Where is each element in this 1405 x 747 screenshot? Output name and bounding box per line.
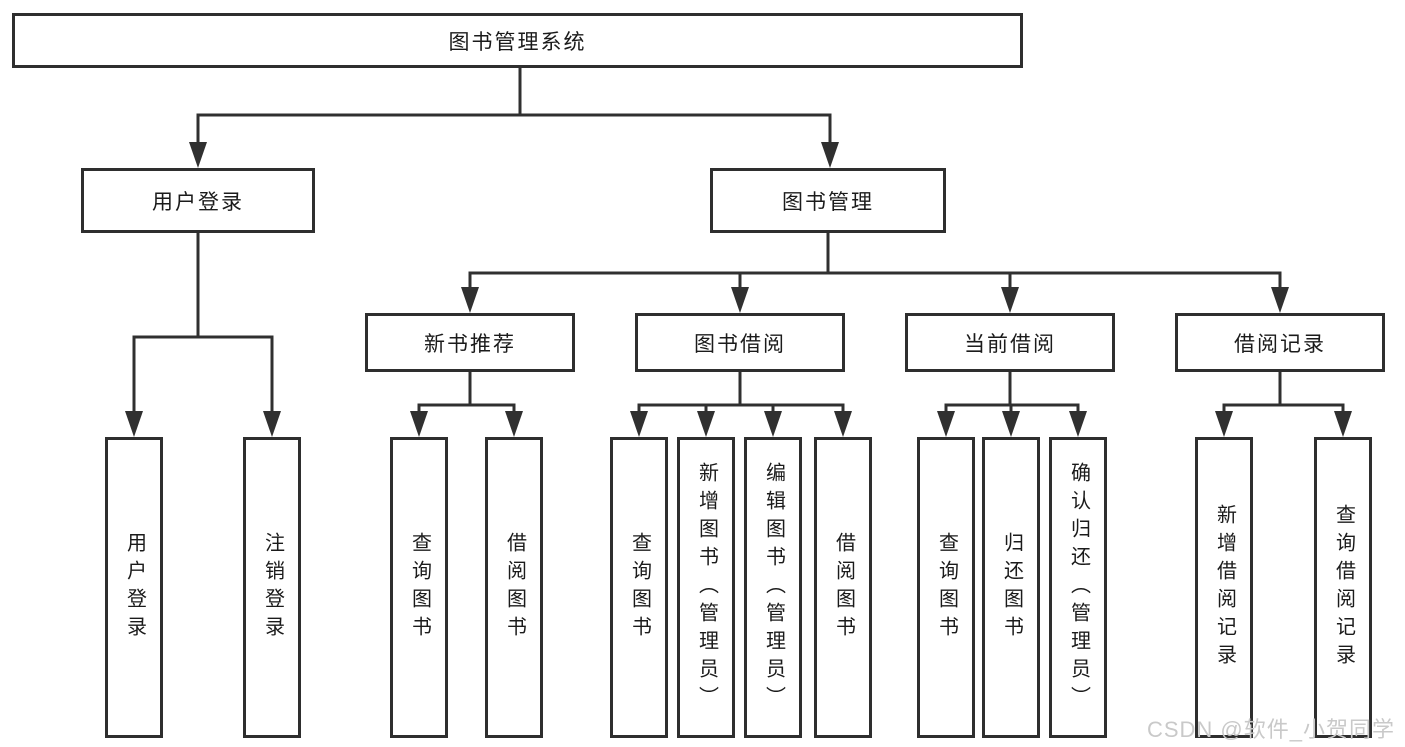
- watermark-text: CSDN @软件_小贺同学: [1146, 717, 1395, 742]
- node-borrow-records-label: 借阅记录: [1234, 332, 1326, 356]
- leaf-query-book-2-label: 查询图书: [628, 531, 651, 644]
- node-user-login-label: 用户登录: [152, 190, 244, 214]
- node-current-borrow-label: 当前借阅: [964, 332, 1056, 356]
- leaf-borrow-book-2-label: 借阅图书: [832, 531, 855, 644]
- connector-root-to-level2: [196, 68, 832, 146]
- leaf-query-book-1: 查询图书: [390, 437, 448, 738]
- arrow-down-icon: [630, 411, 648, 437]
- arrow-down-icon: [1271, 287, 1289, 313]
- leaf-borrow-book-1-label: 借阅图书: [503, 531, 526, 644]
- connector-records-subtree: [1222, 370, 1345, 415]
- leaf-user-login-label: 用户登录: [123, 531, 146, 644]
- arrow-down-icon: [189, 142, 207, 168]
- node-new-book-recommend-label: 新书推荐: [424, 332, 516, 356]
- leaf-query-book-3: 查询图书: [917, 437, 975, 738]
- arrow-down-icon: [505, 411, 523, 437]
- node-current-borrow: 当前借阅: [905, 313, 1115, 372]
- arrow-down-icon: [937, 411, 955, 437]
- leaf-query-borrow-record: 查询借阅记录: [1314, 437, 1372, 738]
- leaf-edit-book-admin-label: 编辑图书（管理员）: [762, 461, 785, 714]
- leaf-confirm-return-admin: 确认归还（管理员）: [1049, 437, 1107, 738]
- leaf-query-borrow-record-label: 查询借阅记录: [1332, 503, 1355, 672]
- arrow-down-icon: [697, 411, 715, 437]
- connector-userlogin-subtree: [132, 232, 274, 415]
- arrow-down-icon: [731, 287, 749, 313]
- arrow-down-icon: [1001, 287, 1019, 313]
- arrow-down-icon: [1069, 411, 1087, 437]
- arrowheads: [125, 142, 1352, 437]
- leaf-add-book-admin: 新增图书（管理员）: [677, 437, 735, 738]
- arrow-down-icon: [1002, 411, 1020, 437]
- leaf-user-login: 用户登录: [105, 437, 163, 738]
- leaf-query-book-3-label: 查询图书: [935, 531, 958, 644]
- node-book-management-label: 图书管理: [782, 190, 874, 214]
- leaf-query-book-2: 查询图书: [610, 437, 668, 738]
- node-borrow-records: 借阅记录: [1175, 313, 1385, 372]
- arrow-down-icon: [125, 411, 143, 437]
- arrow-down-icon: [821, 142, 839, 168]
- leaf-query-book-1-label: 查询图书: [408, 531, 431, 644]
- leaf-add-borrow-record: 新增借阅记录: [1195, 437, 1253, 738]
- leaf-logout-label: 注销登录: [261, 531, 284, 644]
- arrow-down-icon: [764, 411, 782, 437]
- leaf-add-book-admin-label: 新增图书（管理员）: [695, 461, 718, 714]
- arrow-down-icon: [834, 411, 852, 437]
- connector-bookmgmt-to-level3: [468, 232, 1282, 291]
- connector-currentborrow-subtree: [944, 370, 1080, 415]
- node-user-login: 用户登录: [81, 168, 315, 233]
- node-book-borrow: 图书借阅: [635, 313, 845, 372]
- node-root: 图书管理系统: [12, 13, 1023, 68]
- leaf-borrow-book-2: 借阅图书: [814, 437, 872, 738]
- leaf-return-book-label: 归还图书: [1000, 531, 1023, 644]
- leaf-confirm-return-admin-label: 确认归还（管理员）: [1067, 461, 1090, 714]
- arrow-down-icon: [410, 411, 428, 437]
- leaf-logout: 注销登录: [243, 437, 301, 738]
- leaf-borrow-book-1: 借阅图书: [485, 437, 543, 738]
- arrow-down-icon: [1215, 411, 1233, 437]
- arrow-down-icon: [263, 411, 281, 437]
- arrow-down-icon: [461, 287, 479, 313]
- connector-newbook-subtree: [417, 370, 516, 415]
- leaf-edit-book-admin: 编辑图书（管理员）: [744, 437, 802, 738]
- arrow-down-icon: [1334, 411, 1352, 437]
- leaf-add-borrow-record-label: 新增借阅记录: [1213, 503, 1236, 672]
- node-book-borrow-label: 图书借阅: [694, 332, 786, 356]
- node-root-label: 图书管理系统: [448, 30, 587, 54]
- leaf-return-book: 归还图书: [982, 437, 1040, 738]
- node-new-book-recommend: 新书推荐: [365, 313, 575, 372]
- connector-bookborrow-subtree: [637, 370, 845, 415]
- node-book-management: 图书管理: [710, 168, 946, 233]
